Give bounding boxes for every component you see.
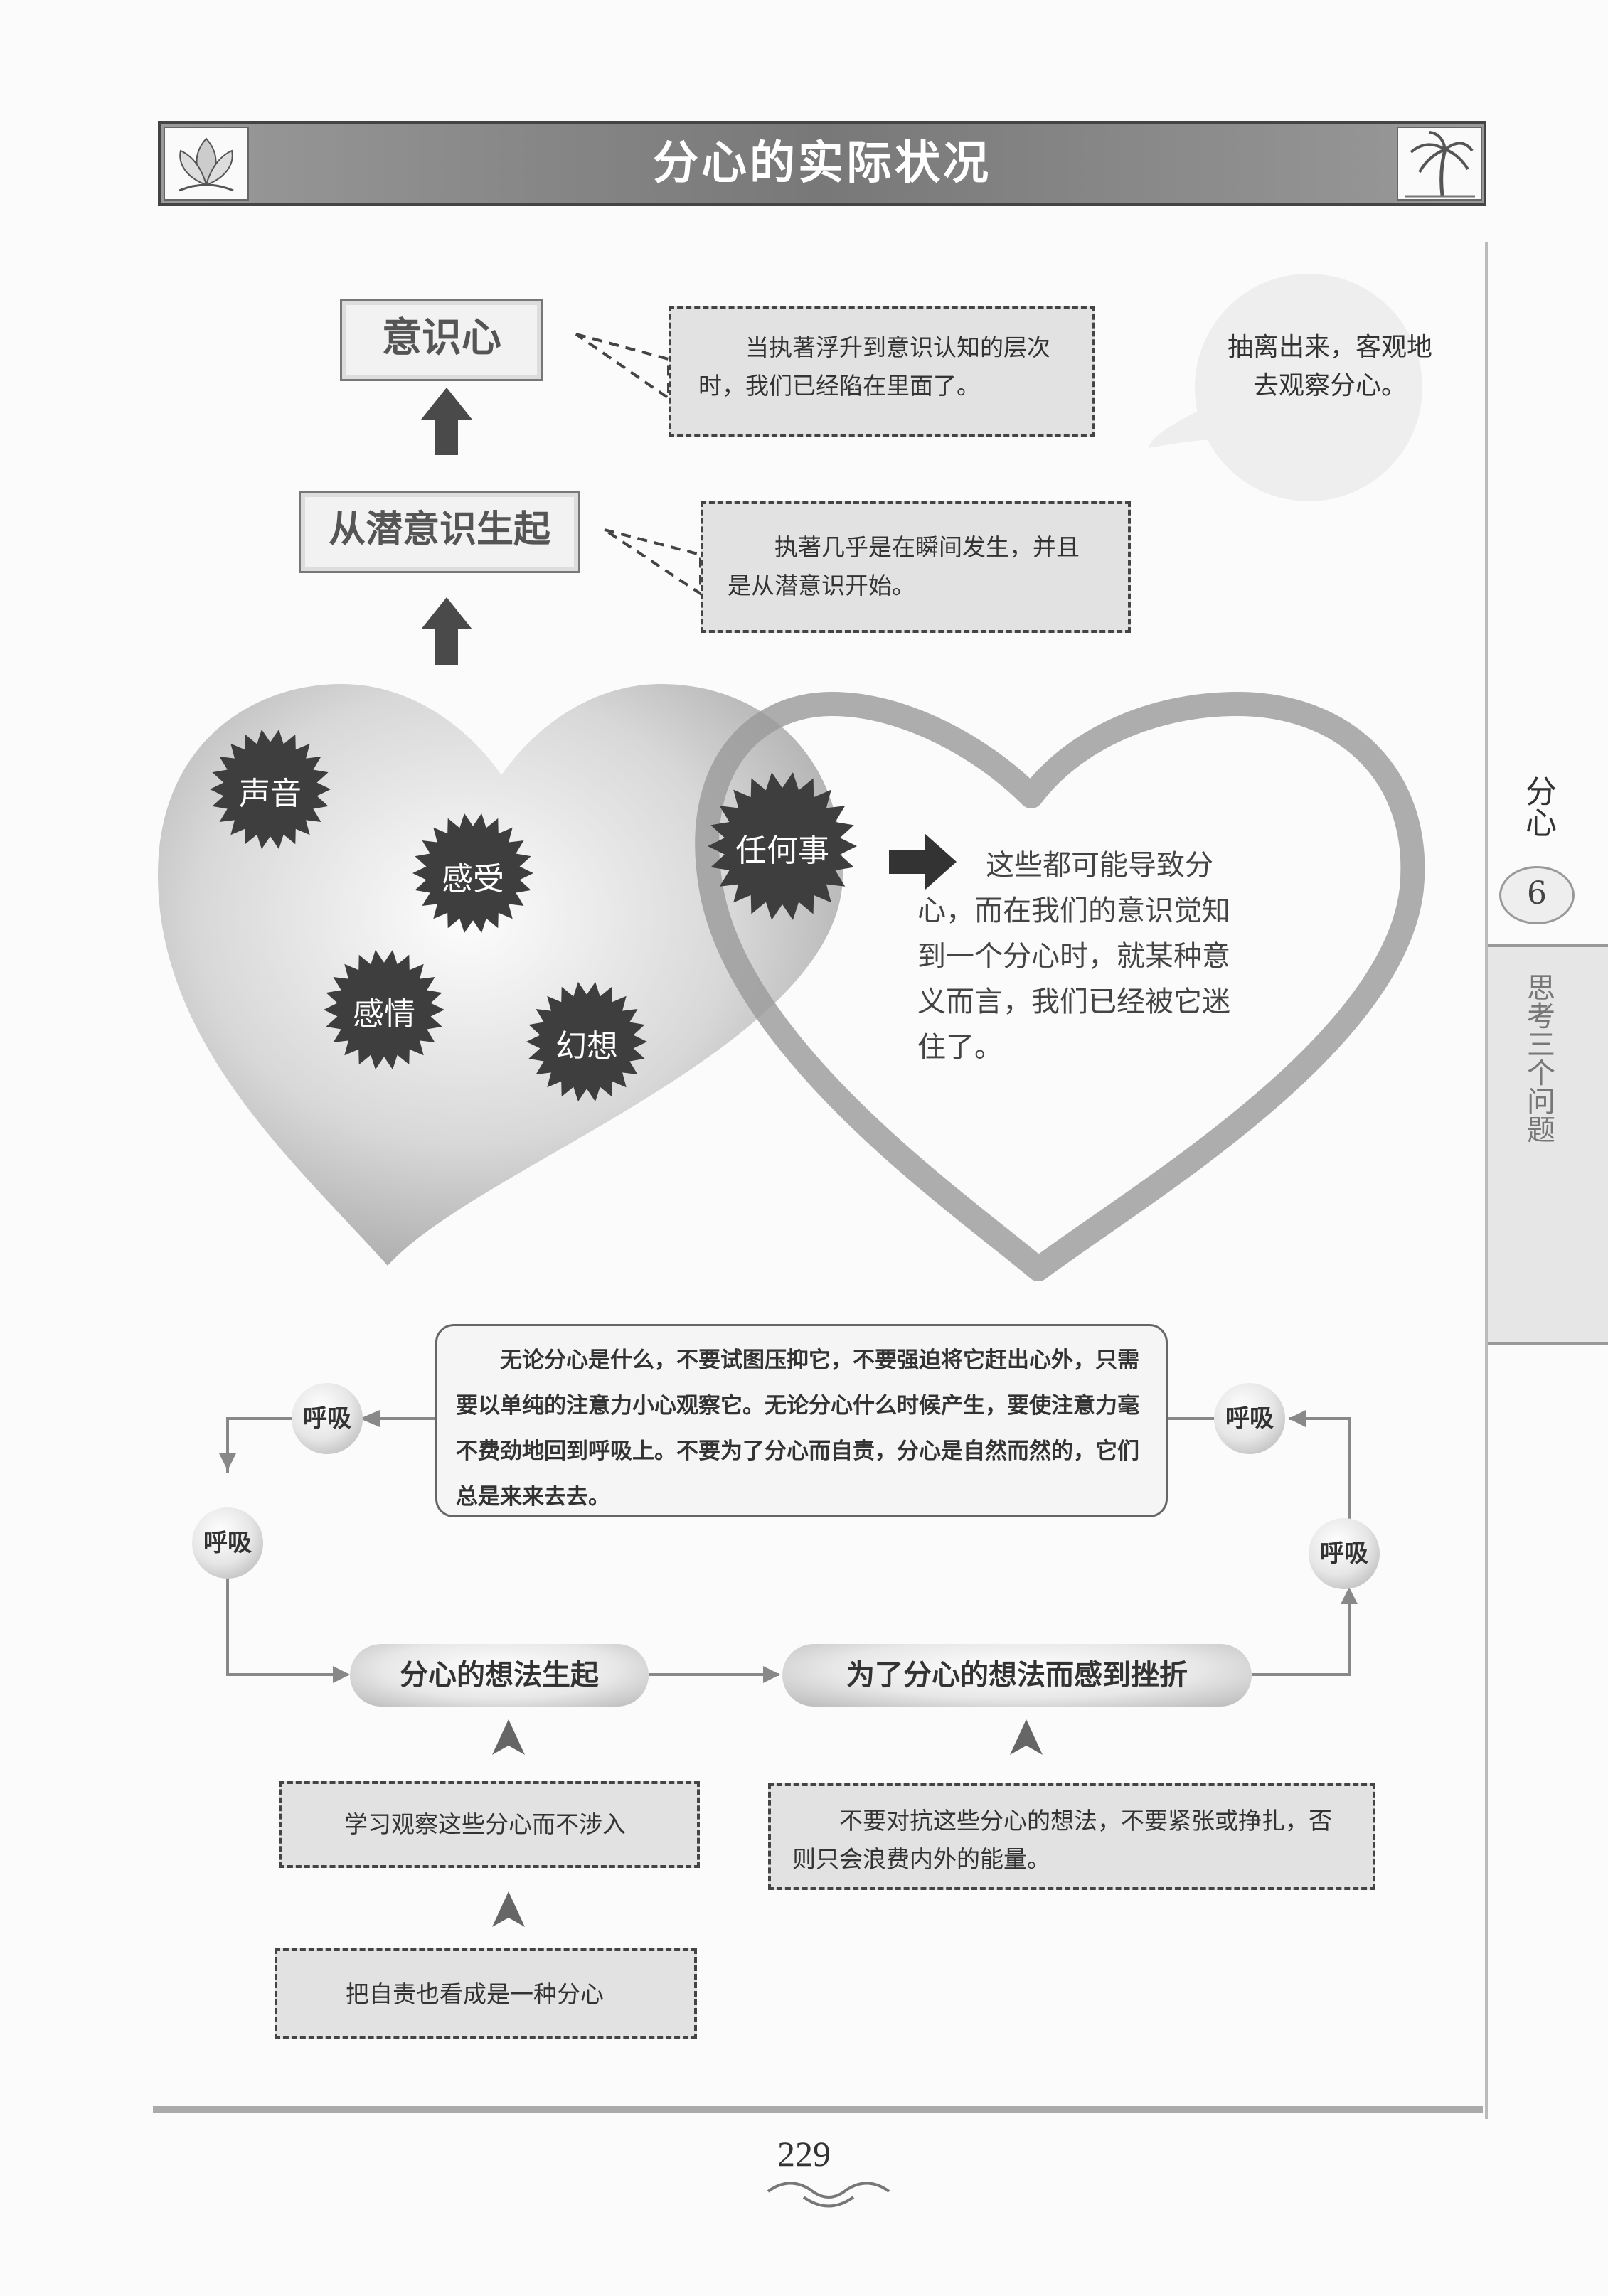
center-instruction-box: 无论分心是什么，不要试图压抑它，不要强迫将它赶出心外，只需要以单纯的注意力小心观…	[435, 1324, 1168, 1517]
breath-node: 呼吸	[292, 1383, 363, 1454]
burst-label: 感情	[353, 996, 415, 1032]
palm-tree-icon	[1397, 127, 1482, 201]
divider	[1488, 944, 1608, 947]
speech-bubble-text: 抽离出来，客观地去观察分心。	[1227, 333, 1432, 400]
breath-node: 呼吸	[192, 1507, 263, 1579]
burst-shape	[412, 813, 533, 934]
burst-label: 感受	[442, 861, 504, 897]
step-distraction-arises: 分心的想法生起	[350, 1644, 649, 1707]
from-subconscious-box: 从潜意识生起	[299, 491, 580, 573]
page-title: 分心的实际状况	[653, 137, 991, 190]
tip-box: 不要对抗这些分心的想法，不要紧张或挣扎，否则只会浪费内外的能量。	[768, 1783, 1375, 1890]
tip-box: 把自责也看成是一种分心	[275, 1948, 697, 2039]
burst-label: 任何事	[735, 833, 829, 869]
conscious-mind-box: 意识心	[340, 299, 543, 381]
bottom-rule	[153, 2106, 1483, 2113]
burst-shape	[210, 729, 331, 850]
sidebar-chapter-number: 6	[1499, 866, 1575, 924]
burst-shape	[708, 772, 857, 920]
burst-shape	[324, 949, 444, 1070]
sidebar-chapter-label: 分心	[1520, 775, 1556, 838]
heart-shape	[158, 684, 843, 1266]
heart-outline	[695, 692, 1425, 1281]
header-bar	[158, 121, 1486, 206]
burst-label: 声音	[239, 776, 302, 812]
burst-shapes	[210, 729, 857, 1102]
step-frustration: 为了分心的想法而感到挫折	[782, 1644, 1252, 1707]
burst-label: 幻想	[555, 1028, 618, 1064]
tip-box: 学习观察这些分心而不涉入	[279, 1781, 700, 1868]
note-box: 执著几乎是在瞬间发生，并且是从潜意识开始。	[701, 501, 1131, 633]
right-arrow-icon	[889, 833, 957, 890]
callout-tail	[575, 333, 670, 401]
up-arrow-icon	[421, 388, 472, 665]
page-number: 229	[777, 2134, 831, 2174]
sidebar-section-title: 思考三个问题	[1522, 973, 1555, 1143]
heart-explanation: 这些都可能导致分心，而在我们的意识觉知到一个分心时，就某种意义而言，我们已经被它…	[917, 849, 1230, 1064]
callout-tail	[603, 528, 702, 597]
ornament-icon	[767, 2182, 890, 2208]
note-box: 当执著浮升到意识认知的层次时，我们已经陷在里面了。	[669, 306, 1095, 437]
breath-node: 呼吸	[1309, 1518, 1380, 1589]
sidebar-tab	[1488, 946, 1608, 1344]
speech-bubble	[1149, 274, 1422, 501]
lotus-icon	[164, 127, 249, 201]
divider	[1488, 1342, 1608, 1345]
breath-node: 呼吸	[1214, 1383, 1285, 1454]
sidebar-rule	[1485, 242, 1488, 2119]
cycle-connectors	[226, 1417, 1351, 1676]
burst-shape	[526, 981, 647, 1102]
up-chevron-icon	[492, 1719, 1043, 1927]
